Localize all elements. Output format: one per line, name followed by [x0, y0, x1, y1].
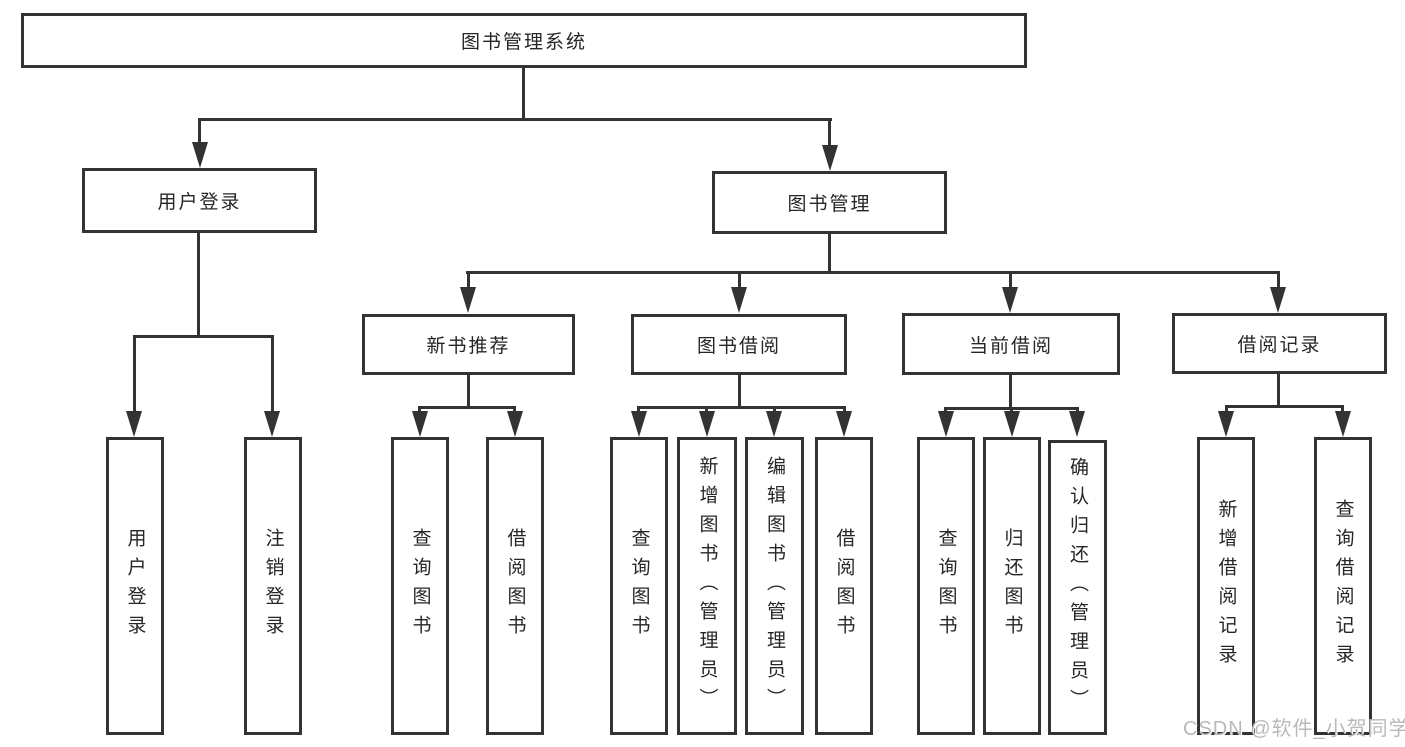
connector-stub-leaf — [271, 335, 274, 415]
node-label: 用户登录 — [157, 192, 242, 213]
arrowhead-down-icon — [1002, 287, 1018, 313]
node-label: 当前借阅 — [968, 335, 1053, 357]
connector-stub-leaf — [513, 406, 516, 414]
connector-stub-leaf — [1076, 407, 1079, 414]
arrowhead-down-icon — [699, 411, 715, 437]
leaf-label: 新增借阅记录 — [1215, 499, 1237, 673]
arrowhead-down-icon — [766, 411, 782, 437]
connector-new-book-trunk — [467, 375, 470, 406]
node-label: 图书借阅 — [696, 336, 781, 357]
node-current-borrowing: 当前借阅 — [902, 313, 1120, 375]
arrowhead-down-icon — [1069, 411, 1085, 437]
connector-book-borrow-crossbar — [637, 406, 846, 409]
connector-stub-book-borrow — [738, 271, 741, 290]
leaf-label: 借阅图书 — [504, 528, 526, 644]
leaf-confirm-return-admin: 确认归还（管理员） — [1048, 440, 1107, 735]
connector-user-login-crossbar — [133, 335, 274, 338]
connector-book-mgmt-crossbar — [466, 271, 1280, 274]
leaf-label: 查询图书 — [935, 528, 957, 644]
arrowhead-down-icon — [264, 411, 280, 437]
node-book-borrowing: 图书借阅 — [631, 314, 847, 375]
node-user-login: 用户登录 — [82, 168, 317, 233]
leaf-label: 编辑图书（管理员） — [764, 455, 785, 717]
connector-stub-current-borrow — [1009, 271, 1012, 290]
leaf-label: 借阅图书 — [833, 528, 855, 644]
leaf-logout: 注销登录 — [244, 437, 302, 735]
node-new-book-recommend: 新书推荐 — [362, 314, 575, 375]
leaf-add-books-admin: 新增图书（管理员） — [677, 437, 737, 735]
connector-stub-leaf — [133, 335, 136, 415]
connector-stub-leaf — [773, 406, 776, 414]
csdn-watermark: CSDN @软件_小贺同学 — [1183, 718, 1405, 740]
leaf-edit-books-admin: 编辑图书（管理员） — [745, 437, 804, 735]
connector-stub-leaf — [944, 407, 947, 414]
arrowhead-down-icon — [731, 287, 747, 313]
leaf-label: 新增图书（管理员） — [696, 455, 718, 717]
arrowhead-down-icon — [836, 411, 852, 437]
connector-book-mgmt-trunk — [828, 234, 831, 271]
leaf-borrow-books-recommend: 借阅图书 — [486, 437, 544, 735]
connector-stub-leaf — [1225, 405, 1228, 414]
node-label: 借阅记录 — [1237, 335, 1322, 356]
arrowhead-down-icon — [1004, 411, 1020, 437]
connector-stub-user-login — [198, 118, 201, 145]
leaf-return-books: 归还图书 — [983, 437, 1041, 735]
connector-stub-book-mgmt — [828, 118, 831, 148]
node-label: 新书推荐 — [426, 336, 511, 357]
connector-stub-leaf — [418, 406, 421, 414]
arrowhead-down-icon — [192, 142, 208, 168]
leaf-label: 查询借阅记录 — [1332, 499, 1354, 673]
leaf-add-borrow-record: 新增借阅记录 — [1197, 437, 1255, 735]
node-book-management: 图书管理 — [712, 171, 947, 234]
connector-stub-leaf — [1010, 407, 1013, 414]
leaf-query-books-current: 查询图书 — [917, 437, 975, 735]
node-label: 图书管理 — [787, 194, 872, 215]
arrowhead-down-icon — [631, 411, 647, 437]
connector-stub-leaf — [637, 406, 640, 414]
arrowhead-down-icon — [822, 145, 838, 171]
arrowhead-down-icon — [507, 411, 523, 437]
leaf-label: 查询图书 — [409, 528, 431, 644]
connector-root-trunk — [522, 68, 525, 118]
arrowhead-down-icon — [412, 411, 428, 437]
leaf-label: 确认归还（管理员） — [1067, 457, 1088, 718]
connector-book-borrow-trunk — [738, 375, 741, 406]
connector-stub-borrow-record — [1277, 271, 1280, 290]
leaf-label: 注销登录 — [262, 528, 284, 644]
connector-stub-leaf — [1341, 405, 1344, 414]
arrowhead-down-icon — [460, 287, 476, 313]
connector-borrow-record-crossbar — [1225, 405, 1344, 408]
leaf-user-login: 用户登录 — [106, 437, 164, 735]
arrowhead-down-icon — [938, 411, 954, 437]
connector-stub-leaf — [705, 406, 708, 414]
arrowhead-down-icon — [1335, 411, 1351, 437]
node-borrow-records: 借阅记录 — [1172, 313, 1387, 374]
connector-borrow-record-trunk — [1277, 374, 1280, 405]
connector-stub-new-book — [467, 271, 470, 290]
connector-user-login-trunk — [197, 233, 200, 335]
leaf-query-borrow-record: 查询借阅记录 — [1314, 437, 1372, 735]
arrowhead-down-icon — [1270, 287, 1286, 313]
connector-current-borrow-trunk — [1009, 375, 1012, 407]
node-library-system: 图书管理系统 — [21, 13, 1027, 68]
leaf-label: 用户登录 — [124, 528, 146, 644]
leaf-borrow-books: 借阅图书 — [815, 437, 873, 735]
leaf-query-books-recommend: 查询图书 — [391, 437, 449, 735]
node-label: 图书管理系统 — [460, 32, 587, 53]
leaf-label: 归还图书 — [1001, 528, 1023, 644]
arrowhead-down-icon — [126, 411, 142, 437]
arrowhead-down-icon — [1218, 411, 1234, 437]
leaf-label: 查询图书 — [628, 528, 650, 644]
connector-root-crossbar — [198, 118, 832, 121]
connector-new-book-crossbar — [418, 406, 516, 409]
leaf-query-books-borrowing: 查询图书 — [610, 437, 668, 735]
connector-stub-leaf — [843, 406, 846, 414]
